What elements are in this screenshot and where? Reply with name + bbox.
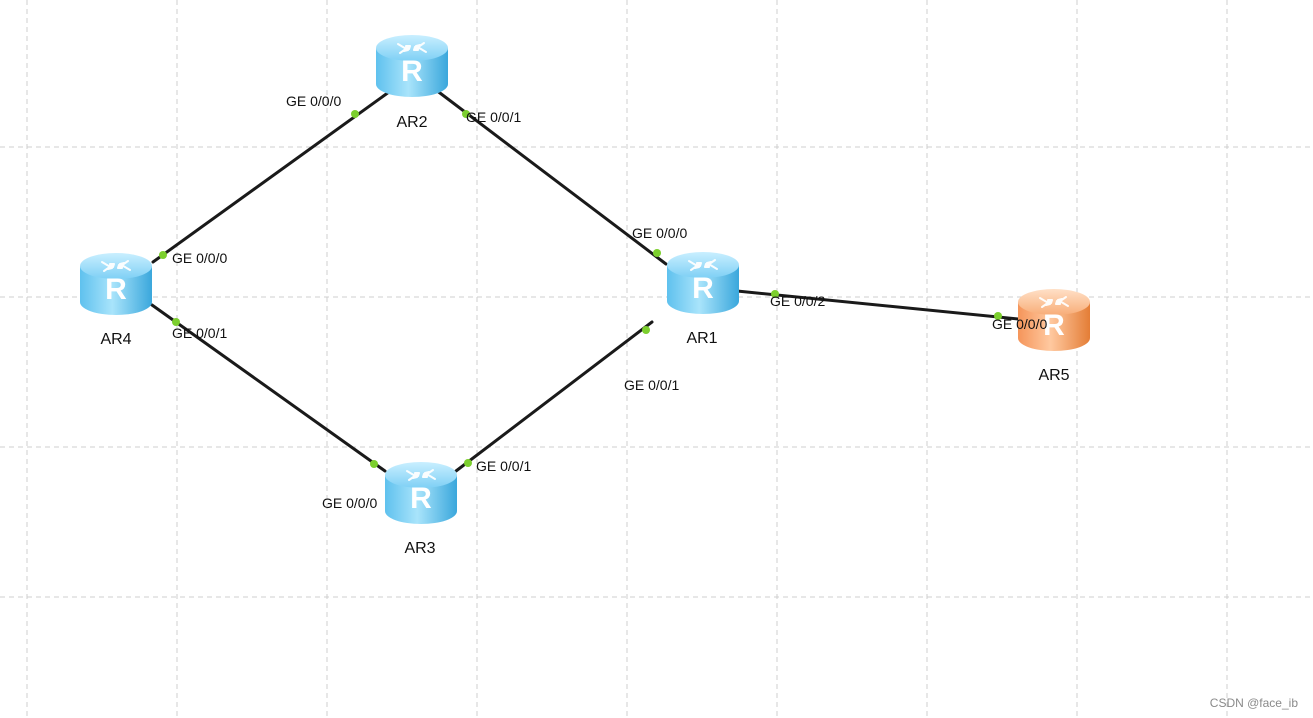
port-dots-layer: [159, 110, 1002, 468]
device-label-ar2: AR2: [396, 114, 427, 131]
port-dot-ar2-ge001: [462, 110, 470, 118]
port-labels-layer: GE 0/0/0 GE 0/0/0 GE 0/0/1 GE 0/0/0 GE 0…: [172, 93, 1047, 511]
port-dot-ar5-ge000: [994, 312, 1002, 320]
router-ar1[interactable]: [666, 251, 740, 315]
port-label-ar2-ge000: GE 0/0/0: [286, 93, 341, 109]
router-icon: [375, 34, 449, 98]
port-dot-ar1-ge002: [771, 290, 779, 298]
port-label-ar1-ge001: GE 0/0/1: [624, 377, 679, 393]
port-dot-ar3-ge001: [464, 459, 472, 467]
device-label-ar5: AR5: [1038, 367, 1069, 384]
port-label-ar4-ge001: GE 0/0/1: [172, 325, 227, 341]
links-layer: [150, 88, 1020, 473]
link-ar4-ar3[interactable]: [150, 303, 387, 473]
port-dot-ar2-ge000: [351, 110, 359, 118]
router-icon: [384, 461, 458, 525]
port-dot-ar3-ge000: [370, 460, 378, 468]
link-ar2-ar1[interactable]: [434, 88, 668, 266]
device-label-ar1: AR1: [686, 330, 717, 347]
port-label-ar3-ge000: GE 0/0/0: [322, 495, 377, 511]
router-icon: [666, 251, 740, 315]
link-ar1-ar5[interactable]: [735, 289, 1020, 321]
port-label-ar1-ge000: GE 0/0/0: [632, 225, 687, 241]
port-dot-ar4-ge000: [159, 251, 167, 259]
link-ar4-ar2[interactable]: [151, 90, 391, 264]
port-label-ar4-ge000: GE 0/0/0: [172, 250, 227, 266]
port-label-ar5-ge000: GE 0/0/0: [992, 316, 1047, 332]
port-dot-ar1-ge001: [642, 326, 650, 334]
port-label-ar1-ge002: GE 0/0/2: [770, 293, 825, 309]
device-label-ar3: AR3: [404, 540, 435, 557]
watermark: CSDN @face_ib: [1210, 696, 1299, 710]
router-ar3[interactable]: [384, 461, 458, 525]
port-label-ar3-ge001: GE 0/0/1: [476, 458, 531, 474]
port-dot-ar1-ge000: [653, 249, 661, 257]
port-dot-ar4-ge001: [172, 318, 180, 326]
port-label-ar2-ge001: GE 0/0/1: [466, 109, 521, 125]
router-icon: [79, 252, 153, 316]
link-ar3-ar1[interactable]: [454, 320, 654, 473]
device-label-ar4: AR4: [100, 331, 131, 348]
device-labels-layer: AR1 AR2 AR3 AR4 AR5: [100, 114, 1069, 557]
router-ar2[interactable]: [375, 34, 449, 98]
router-ar4[interactable]: [79, 252, 153, 316]
devices-layer: [79, 34, 1091, 525]
